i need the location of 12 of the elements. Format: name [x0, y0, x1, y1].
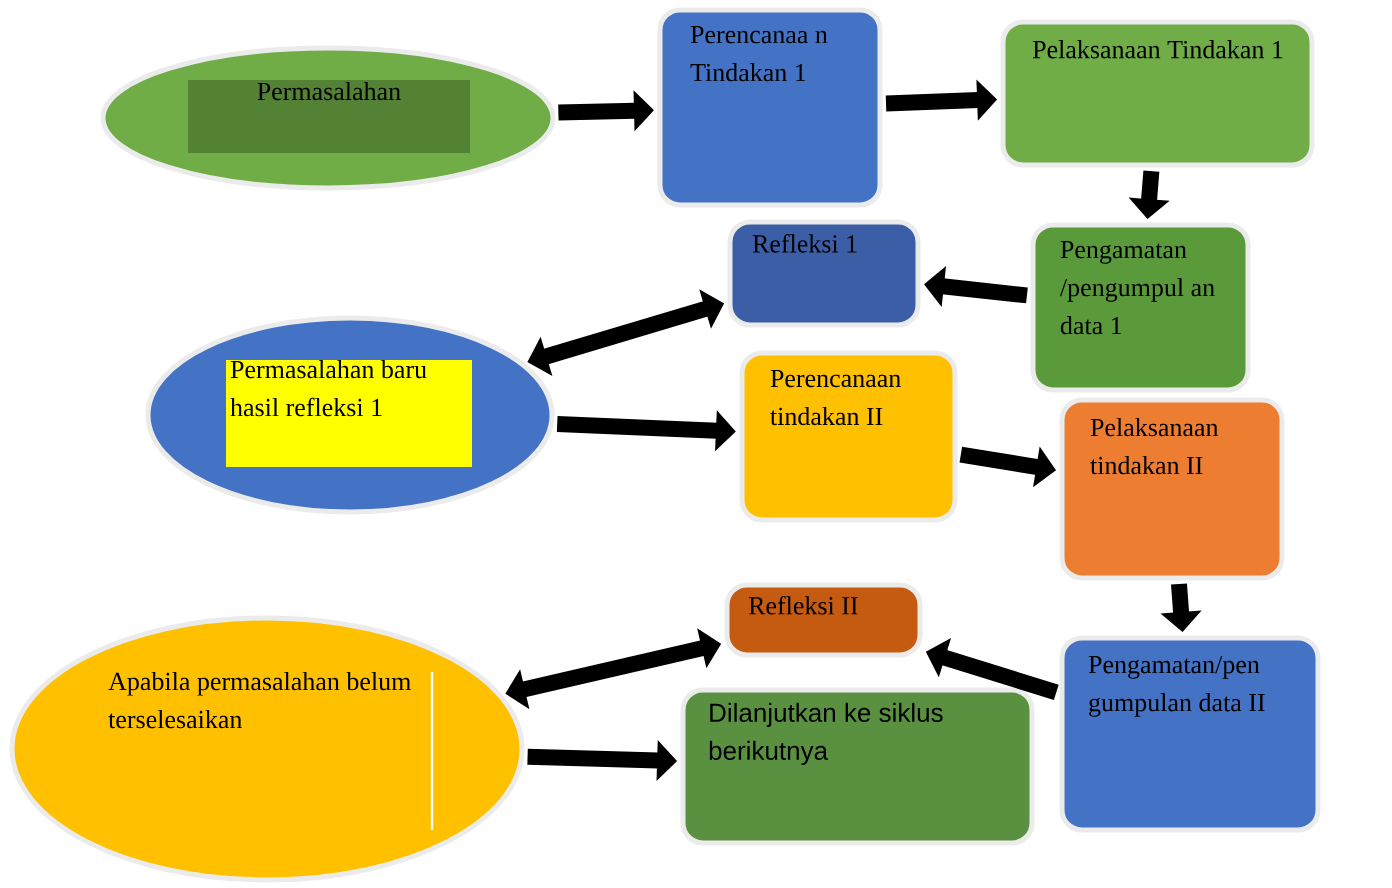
- rounded-box: Perencanaan tindakan II: [739, 350, 958, 523]
- rounded-box: Refleksi 1: [727, 219, 921, 328]
- ellipse-node: Permasalahan: [100, 45, 556, 191]
- rounded-box: Perencanaa n Tindakan 1: [657, 7, 883, 208]
- rounded-box: Pengamatan/pen gumpulan data II: [1059, 635, 1321, 833]
- rounded-box: Pelaksanaan tindakan II: [1059, 397, 1285, 581]
- ellipse-node: Apabila permasalahan belum terselesaikan: [9, 615, 525, 883]
- rounded-box: Pelaksanaan Tindakan 1: [1000, 19, 1315, 168]
- rounded-box: Pengamatan /pengumpul an data 1: [1030, 222, 1251, 393]
- rounded-box: Dilanjutkan ke siklus berikutnya: [680, 687, 1035, 846]
- ellipse-node: Permasalahan baru hasil refleksi 1: [145, 315, 555, 515]
- rounded-box: Refleksi II: [724, 582, 923, 658]
